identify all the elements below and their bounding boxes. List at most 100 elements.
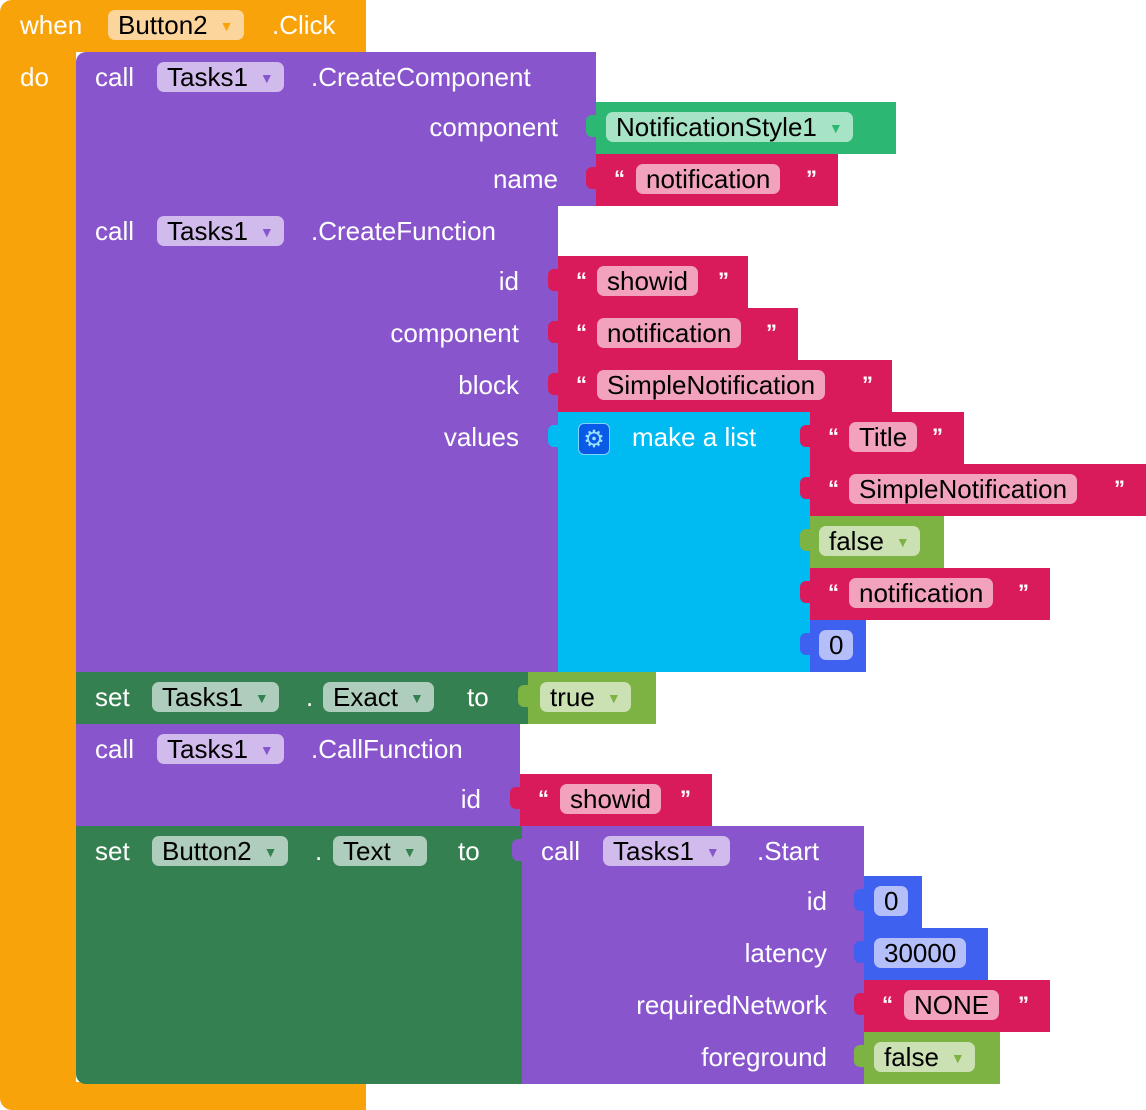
quote-open: “ (614, 166, 625, 191)
property-dropdown[interactable]: Exact▼ (323, 682, 434, 712)
connector (800, 581, 812, 603)
event-block-footer (0, 1082, 366, 1110)
arg-label: block (458, 370, 519, 400)
arg-label: component (429, 112, 558, 142)
quote-open: “ (538, 786, 549, 811)
boolean-dropdown[interactable]: false▼ (819, 526, 920, 556)
text-value[interactable]: SimpleNotification (597, 370, 826, 400)
component-dropdown[interactable]: Button2▼ (152, 836, 288, 866)
start-block[interactable] (522, 826, 864, 1084)
quote-open: “ (828, 580, 839, 605)
quote-open: “ (828, 424, 839, 449)
connector (586, 167, 598, 189)
gear-icon[interactable]: ⚙ (578, 423, 610, 455)
call-label: call (541, 836, 581, 866)
dropdown-icon: ▼ (606, 690, 621, 706)
connector (854, 993, 866, 1015)
connector (548, 321, 560, 343)
list-item[interactable]: notification (849, 578, 994, 608)
dropdown-icon: ▼ (259, 224, 274, 240)
make-list-block[interactable] (558, 412, 810, 672)
dropdown-icon: ▼ (259, 70, 274, 86)
text-value[interactable]: showid (597, 266, 698, 296)
property-dropdown[interactable]: Text▼ (333, 836, 427, 866)
call-function-block[interactable] (76, 724, 520, 826)
notification-style-dropdown[interactable]: NotificationStyle1▼ (606, 112, 853, 142)
quote-close: ” (680, 786, 691, 811)
event-name: .Click (272, 10, 336, 40)
quote-open: “ (576, 320, 587, 345)
dropdown-icon: ▼ (263, 844, 278, 860)
number-value[interactable]: 30000 (874, 938, 967, 968)
event-block-body (0, 52, 76, 1082)
connector (800, 633, 812, 655)
list-item[interactable]: Title (849, 422, 918, 452)
dropdown-icon: ▼ (950, 1050, 965, 1066)
arg-label: id (498, 266, 519, 296)
quote-close: ” (806, 166, 817, 191)
quote-open: “ (576, 372, 587, 397)
boolean-dropdown[interactable]: false▼ (874, 1042, 975, 1072)
quote-close: ” (862, 372, 873, 397)
connector (854, 889, 866, 911)
number-value[interactable]: 0 (819, 630, 854, 660)
component-dropdown[interactable]: Tasks1▼ (152, 682, 279, 712)
make-list-label: make a list (632, 422, 757, 452)
set-text-block[interactable] (76, 826, 522, 1084)
connector (800, 477, 812, 499)
connector (548, 269, 560, 291)
do-label: do (20, 62, 49, 92)
text-value[interactable]: NONE (904, 990, 1000, 1020)
dot-label: . (306, 682, 314, 712)
dropdown-icon: ▼ (828, 120, 843, 136)
dropdown-icon: ▼ (402, 844, 417, 860)
connector (800, 529, 812, 551)
event-component-dropdown[interactable]: Button2▼ (108, 10, 244, 40)
boolean-dropdown[interactable]: true▼ (540, 682, 631, 712)
arg-label: name (492, 164, 558, 194)
set-label: set (95, 682, 130, 712)
call-label: call (95, 62, 135, 92)
component-dropdown[interactable]: Tasks1▼ (603, 836, 730, 866)
connector (548, 373, 560, 395)
arg-label: requiredNetwork (636, 990, 827, 1020)
arg-label: foreground (701, 1042, 827, 1072)
dropdown-icon: ▼ (254, 690, 269, 706)
quote-close: ” (766, 320, 777, 345)
call-label: call (95, 216, 135, 246)
text-value[interactable]: notification (597, 318, 742, 348)
set-exact-block[interactable] (76, 672, 528, 724)
dot-label: . (315, 836, 323, 866)
method-label: .Start (757, 836, 820, 866)
number-value[interactable]: 0 (874, 886, 909, 916)
quote-open: “ (882, 992, 893, 1017)
arg-label: id (806, 886, 827, 916)
quote-close: ” (1114, 476, 1125, 501)
connector (518, 685, 530, 707)
method-label: .CreateFunction (311, 216, 496, 246)
list-item[interactable]: SimpleNotification (849, 474, 1078, 504)
component-dropdown[interactable]: Tasks1▼ (157, 62, 284, 92)
connector (548, 425, 560, 447)
component-dropdown[interactable]: Tasks1▼ (157, 734, 284, 764)
connector (510, 787, 522, 809)
text-value[interactable]: showid (560, 784, 661, 814)
dropdown-icon: ▼ (705, 844, 720, 860)
arg-label: values (443, 422, 519, 452)
create-function-block[interactable] (76, 206, 558, 672)
method-label: .CreateComponent (311, 62, 531, 92)
connector (854, 941, 866, 963)
quote-open: “ (828, 476, 839, 501)
connector (512, 839, 524, 861)
set-label: set (95, 836, 130, 866)
quote-close: ” (718, 268, 729, 293)
component-dropdown[interactable]: Tasks1▼ (157, 216, 284, 246)
quote-open: “ (576, 268, 587, 293)
call-label: call (95, 734, 135, 764)
to-label: to (458, 836, 480, 866)
when-label: when (20, 10, 83, 40)
text-value[interactable]: notification (636, 164, 781, 194)
quote-close: ” (932, 424, 943, 449)
dropdown-icon: ▼ (410, 690, 424, 706)
connector (800, 425, 812, 447)
